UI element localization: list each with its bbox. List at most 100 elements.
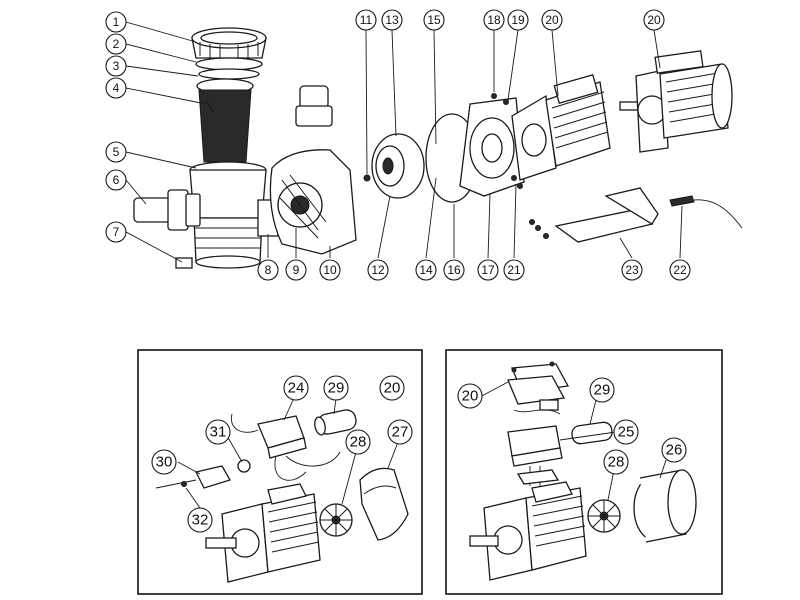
callout-8: 8 <box>257 259 279 281</box>
svg-text:7: 7 <box>113 225 120 239</box>
svg-text:3: 3 <box>113 59 120 73</box>
gasket <box>198 68 260 80</box>
callout-26: 26 <box>661 437 687 463</box>
fan-cover <box>359 467 409 541</box>
callout-20-right: 20 <box>643 9 665 31</box>
svg-text:30: 30 <box>156 454 173 471</box>
svg-text:16: 16 <box>447 263 461 277</box>
capacitor-box-right <box>507 425 563 467</box>
callout-9: 9 <box>285 259 307 281</box>
svg-text:32: 32 <box>192 512 209 529</box>
strainer-basket <box>196 78 254 163</box>
capacitor-right <box>571 421 613 445</box>
cooling-fan <box>319 503 353 537</box>
leader-lines-right <box>477 381 667 501</box>
callout-3: 3 <box>105 55 127 77</box>
svg-text:4: 4 <box>113 81 120 95</box>
callout-24: 24 <box>283 375 309 401</box>
motor-base <box>529 187 659 243</box>
svg-text:29: 29 <box>594 382 611 399</box>
detail-panel-right <box>445 349 723 595</box>
inlet-union <box>133 189 201 231</box>
svg-text:20: 20 <box>647 13 661 27</box>
svg-text:10: 10 <box>323 263 337 277</box>
svg-text:8: 8 <box>265 263 272 277</box>
callouts-right: 20 29 25 28 26 <box>457 377 687 475</box>
lid-ring <box>191 27 267 59</box>
fan-cover-right <box>633 469 697 543</box>
svg-text:2: 2 <box>113 37 120 51</box>
cable-gland <box>237 459 251 473</box>
callout-19: 19 <box>507 9 529 31</box>
power-cable <box>669 195 743 229</box>
motor-assembled <box>511 74 611 181</box>
callout-32: 32 <box>187 507 213 533</box>
capacitor <box>314 409 357 436</box>
callout-18: 18 <box>483 9 505 31</box>
svg-text:28: 28 <box>350 434 367 451</box>
callouts-left: 24 29 20 31 27 28 30 32 <box>151 375 413 533</box>
callout-23: 23 <box>621 259 643 281</box>
callout-7: 7 <box>105 221 127 243</box>
callout-21: 21 <box>503 259 525 281</box>
callout-28-right: 28 <box>603 449 629 475</box>
impeller <box>371 133 425 199</box>
svg-text:28: 28 <box>608 454 625 471</box>
svg-text:20: 20 <box>545 13 559 27</box>
cooling-fan-right <box>587 499 621 533</box>
outlet-union <box>295 85 333 127</box>
svg-text:22: 22 <box>673 263 687 277</box>
callout-20: 20 <box>541 9 563 31</box>
callout-29-left: 29 <box>323 375 349 401</box>
callout-20-panel-right: 20 <box>457 383 483 409</box>
callout-13: 13 <box>381 9 403 31</box>
callout-5: 5 <box>105 141 127 163</box>
svg-text:14: 14 <box>419 263 433 277</box>
motor-left-panel <box>205 483 321 583</box>
svg-text:15: 15 <box>427 13 441 27</box>
svg-text:1: 1 <box>113 15 120 29</box>
callout-4: 4 <box>105 77 127 99</box>
svg-text:31: 31 <box>210 424 227 441</box>
callout-28-left: 28 <box>345 429 371 455</box>
svg-text:27: 27 <box>392 424 409 441</box>
callout-15: 15 <box>423 9 445 31</box>
leader-lines-left <box>177 397 399 509</box>
detail-panel-left <box>137 349 423 595</box>
motor-right <box>619 50 733 153</box>
svg-text:20: 20 <box>384 380 401 397</box>
callout-2: 2 <box>105 33 127 55</box>
capacitor-box <box>257 415 307 459</box>
svg-text:18: 18 <box>487 13 501 27</box>
volute-casing <box>269 149 357 255</box>
screw <box>363 174 371 182</box>
svg-text:11: 11 <box>360 13 373 27</box>
svg-text:6: 6 <box>113 173 120 187</box>
callout-14: 14 <box>415 259 437 281</box>
motor-right-panel <box>469 481 587 581</box>
svg-text:24: 24 <box>288 380 305 397</box>
svg-text:26: 26 <box>666 442 683 459</box>
svg-text:12: 12 <box>371 263 385 277</box>
svg-text:17: 17 <box>481 263 495 277</box>
seal-plate <box>459 97 525 197</box>
callout-20-left: 20 <box>379 375 405 401</box>
callout-25: 25 <box>613 419 639 445</box>
svg-text:25: 25 <box>618 424 635 441</box>
terminal-block <box>539 399 559 411</box>
callout-6: 6 <box>105 169 127 191</box>
callout-11: 11 <box>355 9 377 31</box>
callout-10: 10 <box>319 259 341 281</box>
svg-text:9: 9 <box>293 263 300 277</box>
leader-lines-top <box>125 21 683 263</box>
bolts <box>491 93 523 189</box>
terminal-cover <box>507 361 570 405</box>
callouts-top: 1 2 3 4 5 6 7 8 9 10 11 12 13 14 15 16 1… <box>105 9 691 281</box>
svg-text:23: 23 <box>625 263 639 277</box>
callout-30: 30 <box>151 449 177 475</box>
callout-27: 27 <box>387 419 413 445</box>
callout-29-right: 29 <box>589 377 615 403</box>
svg-text:19: 19 <box>511 13 525 27</box>
